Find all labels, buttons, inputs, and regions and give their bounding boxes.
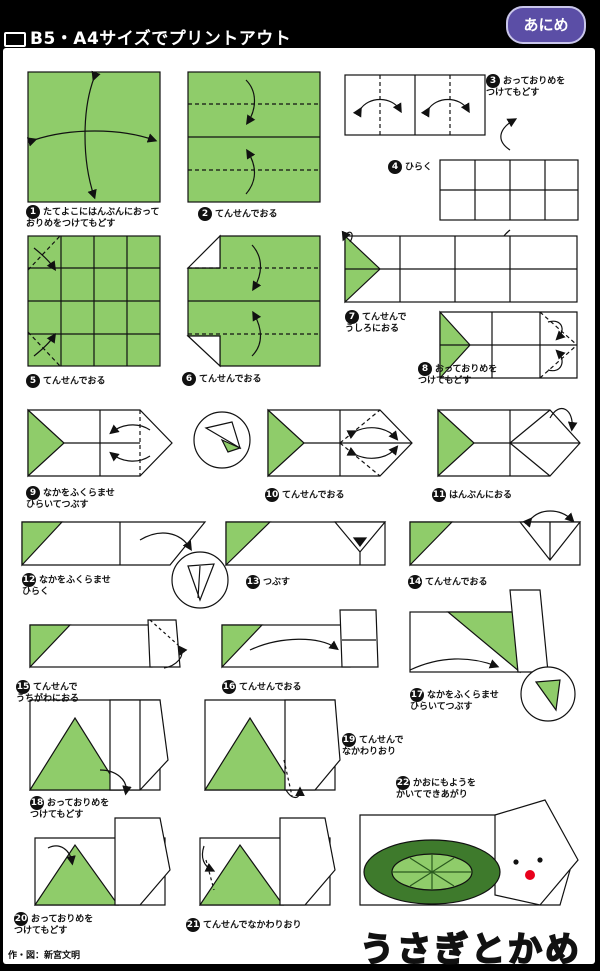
printer-icon xyxy=(4,31,26,47)
step-2-figure xyxy=(187,71,321,203)
step-5-figure xyxy=(27,235,161,367)
credit: 作・図：新宮文明 xyxy=(8,951,81,961)
step-18-figure xyxy=(28,699,169,796)
step-22-figure xyxy=(359,799,579,906)
step-9-figure xyxy=(27,408,251,478)
step-4-figure xyxy=(439,118,579,265)
step-15-figure xyxy=(29,619,188,669)
step-13-figure xyxy=(225,521,387,567)
print-label: B5・A4サイズでプリントアウト xyxy=(30,29,292,49)
step-20-figure xyxy=(33,817,171,906)
step-21-figure xyxy=(198,817,336,906)
step-10-figure xyxy=(267,408,413,478)
print-instruction: B5・A4サイズでプリントアウト xyxy=(4,24,291,49)
step-6-figure xyxy=(186,234,321,368)
step-3-figure xyxy=(344,74,486,136)
step-11-figure xyxy=(437,407,581,478)
step-17-figure xyxy=(409,589,576,722)
step-14-figure xyxy=(409,510,582,567)
step-8-figure xyxy=(439,310,578,380)
anime-button[interactable]: あにめ xyxy=(506,6,586,44)
step-7-figure xyxy=(341,230,578,304)
step-16-figure xyxy=(221,609,379,669)
step-19-figure xyxy=(203,699,341,799)
step-12-figure xyxy=(21,521,229,609)
step-1-figure xyxy=(26,70,161,203)
final-title: うさぎとかめ xyxy=(359,929,582,971)
